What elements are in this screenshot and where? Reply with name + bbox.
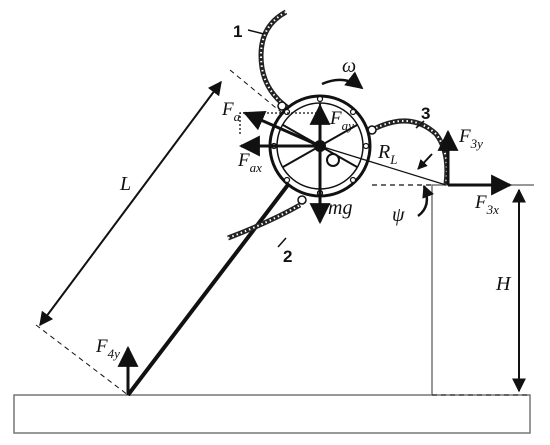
Fay-label: Fay: [329, 108, 354, 133]
part2-leader: [277, 237, 287, 248]
H-label: H: [495, 273, 512, 295]
part3-label: 3: [421, 104, 430, 123]
hinge-2: [297, 195, 307, 205]
F3x-label: F3x: [474, 192, 499, 217]
Fax-label: Fax: [237, 150, 262, 175]
leg-3-arc-teeth: [371, 119, 448, 185]
hinge-1: [277, 101, 287, 111]
ground-slab: [13, 394, 531, 434]
leg-2-arc-teeth: [227, 204, 301, 239]
leg-1-arc: [258, 9, 290, 111]
RL-radius-line: [319, 145, 447, 186]
L-dimension-arrow: [39, 80, 222, 327]
Fa-arrow: [243, 111, 321, 148]
leg-2-arc: [227, 202, 302, 241]
part1-leader: [247, 29, 265, 35]
F3y-label: F3y: [458, 126, 483, 151]
RL-label: RL: [377, 141, 397, 167]
Fa-label: Fa: [221, 99, 241, 124]
mg-label: mg: [328, 197, 352, 219]
psi-label: ψ: [392, 204, 405, 226]
part2-label: 2: [283, 247, 292, 266]
omega-label: ω: [342, 55, 356, 77]
leg-bar: [126, 146, 318, 397]
omega-rotation-arrow: [321, 71, 364, 90]
RL-pointer-arrow: [417, 153, 433, 170]
part1-label: 1: [233, 22, 242, 41]
Fa-component-guides: [239, 112, 320, 134]
L-dashed-bottom: [35, 324, 129, 396]
part3-leader: [415, 120, 425, 129]
psi-angle-arc: [417, 184, 434, 218]
F4y-label: F4y: [95, 336, 120, 361]
L-label: L: [119, 173, 131, 195]
